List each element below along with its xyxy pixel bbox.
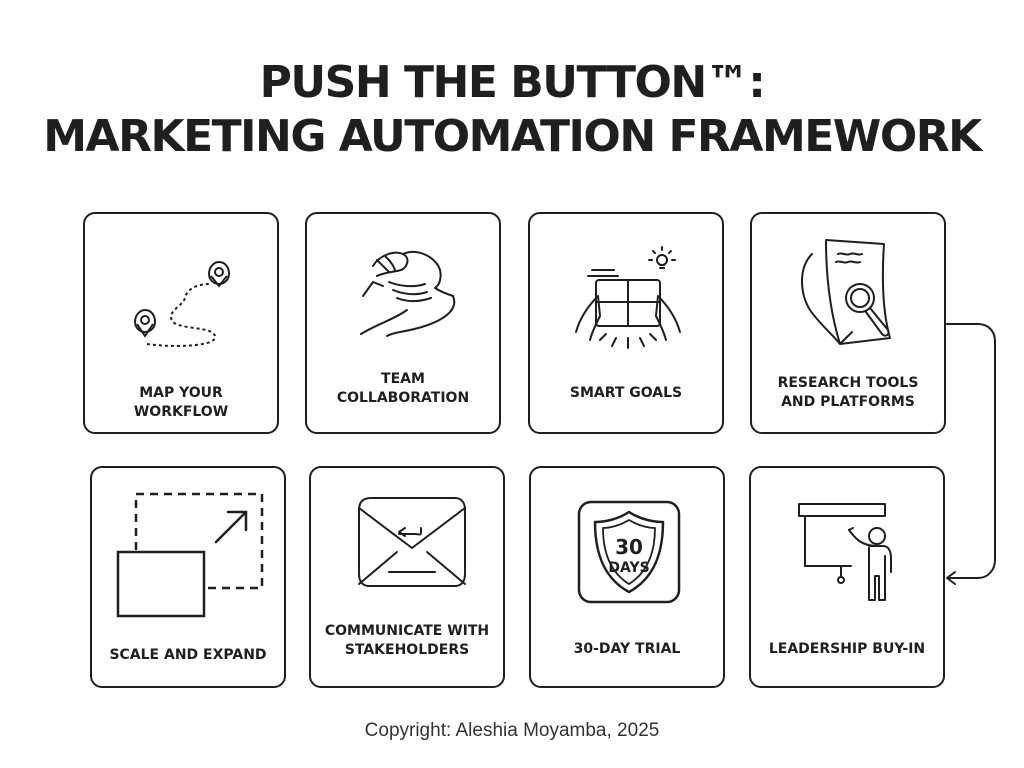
badge-number: 30: [615, 535, 643, 559]
card-scale-expand: SCALE AND EXPAND: [90, 466, 286, 688]
card-map-workflow: MAP YOUR WORKFLOW: [83, 212, 279, 434]
badge-text: DAYS: [608, 560, 649, 576]
card-smart-goals: SMART GOALS: [528, 212, 724, 434]
page-title: PUSH THE BUTTON™: MARKETING AUTOMATION F…: [0, 56, 1024, 164]
presenter-board-icon: [751, 468, 943, 618]
document-magnifier-icon: [752, 214, 944, 364]
title-line-1: PUSH THE BUTTON™:: [259, 57, 766, 108]
envelope-icon: [311, 468, 503, 618]
handshake-icon: [307, 214, 499, 364]
map-route-icon: [85, 214, 277, 364]
card-label: COMMUNICATE WITH STAKEHOLDERS: [324, 623, 490, 658]
tablet-idea-icon: [530, 214, 722, 364]
title-line-2: MARKETING AUTOMATION FRAMEWORK: [43, 111, 982, 162]
card-30-day-trial: 30 DAYS 30-DAY TRIAL: [529, 466, 725, 688]
copyright-text: Copyright: Aleshia Moyamba, 2025: [364, 720, 660, 741]
scale-expand-icon: [92, 468, 284, 618]
30-days-badge-icon: 30 DAYS: [531, 468, 723, 618]
card-research-tools: RESEARCH TOOLS AND PLATFORMS: [750, 212, 946, 434]
card-label: RESEARCH TOOLS AND PLATFORMS: [777, 375, 919, 410]
card-team-collaboration: TEAM COLLABORATION: [305, 212, 501, 434]
card-label: MAP YOUR WORKFLOW: [133, 385, 229, 420]
card-leadership-buy-in: LEADERSHIP BUY-IN: [749, 466, 945, 688]
card-label: SCALE AND EXPAND: [109, 647, 267, 663]
card-label: TEAM COLLABORATION: [336, 371, 470, 406]
card-label: SMART GOALS: [569, 385, 683, 401]
card-communicate-stakeholders: COMMUNICATE WITH STAKEHOLDERS: [309, 466, 505, 688]
card-label: 30-DAY TRIAL: [573, 641, 681, 657]
card-label: LEADERSHIP BUY-IN: [768, 641, 926, 657]
